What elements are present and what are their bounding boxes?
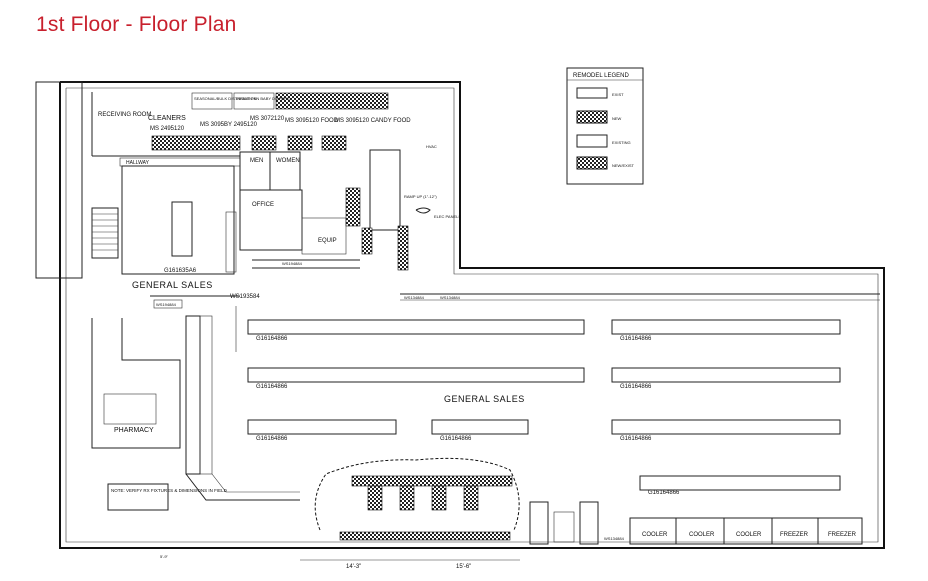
general-sales-upper-label: GENERAL SALES (132, 280, 213, 290)
hallway-label: HALLWAY (126, 160, 150, 166)
gondola-code: G16164866 (648, 490, 680, 496)
entry-coolers: WS134884 COOLER COOLER COOLER FREEZER FR… (529, 501, 863, 545)
legend-item-label: NEW/EXIST (612, 163, 635, 168)
pharmacy-label: PHARMACY (114, 427, 154, 434)
dimension-label: 14'-3" (346, 564, 361, 570)
dimension-label: 15'-6" (456, 564, 471, 570)
top-fixture-label: INFANT FEN BABY DIAPERS (236, 96, 290, 101)
legend-item-label: NEW (612, 116, 622, 121)
legend-item-label: EXISTING (612, 140, 631, 145)
freezer-label: FREEZER (780, 532, 809, 538)
elec-label: ELEC PANELS (434, 214, 461, 219)
cleaners-label: CLEANERS (148, 115, 186, 122)
ws-code: WS194884 (156, 302, 177, 307)
gondola-rows: G16164866 G16164866 G16164866 G16164866 … (247, 319, 841, 496)
cooler-label: COOLER (736, 532, 762, 538)
top-fixture-label: MS 3095BY 2495120 (200, 122, 258, 128)
dimension-label: 5'-9" (160, 554, 169, 559)
freezer-label: FREEZER (828, 532, 857, 538)
top-fixture-label: MS 3095120 FOOD (285, 118, 339, 124)
women-label: WOMEN (276, 158, 300, 164)
ws-code: WS134884 (404, 295, 425, 300)
top-fixture-label: MS 2495120 (150, 126, 185, 132)
gondola-code: G16164866 (620, 384, 652, 390)
gondola-code: G16164866 (620, 436, 652, 442)
cooler-label: COOLER (689, 532, 715, 538)
top-fixture-label: MS 3072120 (250, 116, 285, 122)
gondola-code: G16164866 (256, 436, 288, 442)
legend-title: REMODEL LEGEND (573, 73, 629, 79)
ramp-label: RAMP UP (1"-12") (404, 194, 437, 199)
legend-item-label: EXIST (612, 92, 624, 97)
dimensions: 14'-3" 15'-6" 5'-9" (160, 554, 520, 570)
hvac-label: HVAC (426, 144, 437, 149)
ws-code: WS194884 (282, 261, 303, 266)
receiving-room-label: RECEIVING ROOM (98, 112, 151, 118)
cooler-label: COOLER (642, 532, 668, 538)
gi-code: G161635A6 (164, 268, 197, 274)
gondola-code: G16164866 (256, 336, 288, 342)
equip-label: EQUIP (318, 238, 337, 244)
general-sales-main-label: GENERAL SALES (444, 394, 525, 404)
back-room: RECEIVING ROOM CLEANERS SEASONAL/BULK DI… (91, 92, 411, 290)
ws-code: WS193584 (230, 294, 260, 300)
top-fixture-label: SEASONAL/BULK DISTRIBUTION (194, 96, 257, 101)
pharmacy-area: PHARMACY NOTE: VERIFY RX FIXTURES & DIME… (91, 318, 228, 511)
top-fixture-label: MS 3095120 CANDY FOOD (335, 118, 411, 124)
office-label: OFFICE (252, 202, 274, 208)
gondola-code: G16164866 (256, 384, 288, 390)
ws-code: WS134884 (604, 536, 625, 541)
restrooms-office: MEN WOMEN OFFICE EQUIP RAMP UP (1"-12") … (230, 144, 880, 301)
gondola-code: G16164866 (440, 436, 472, 442)
verify-note: NOTE: VERIFY RX FIXTURES & DIMENSIONS IN… (111, 488, 228, 493)
perimeter-fixtures: WS194884 (150, 295, 300, 501)
checkout-area (314, 457, 520, 541)
remodel-legend: REMODEL LEGEND EXIST NEW EXISTING NEW/EX… (566, 67, 644, 185)
exterior-walls (35, 81, 885, 549)
gondola-code: G16164866 (620, 336, 652, 342)
men-label: MEN (250, 158, 263, 164)
ws-code: WS134884 (440, 295, 461, 300)
page-title: 1st Floor - Floor Plan (36, 13, 237, 36)
